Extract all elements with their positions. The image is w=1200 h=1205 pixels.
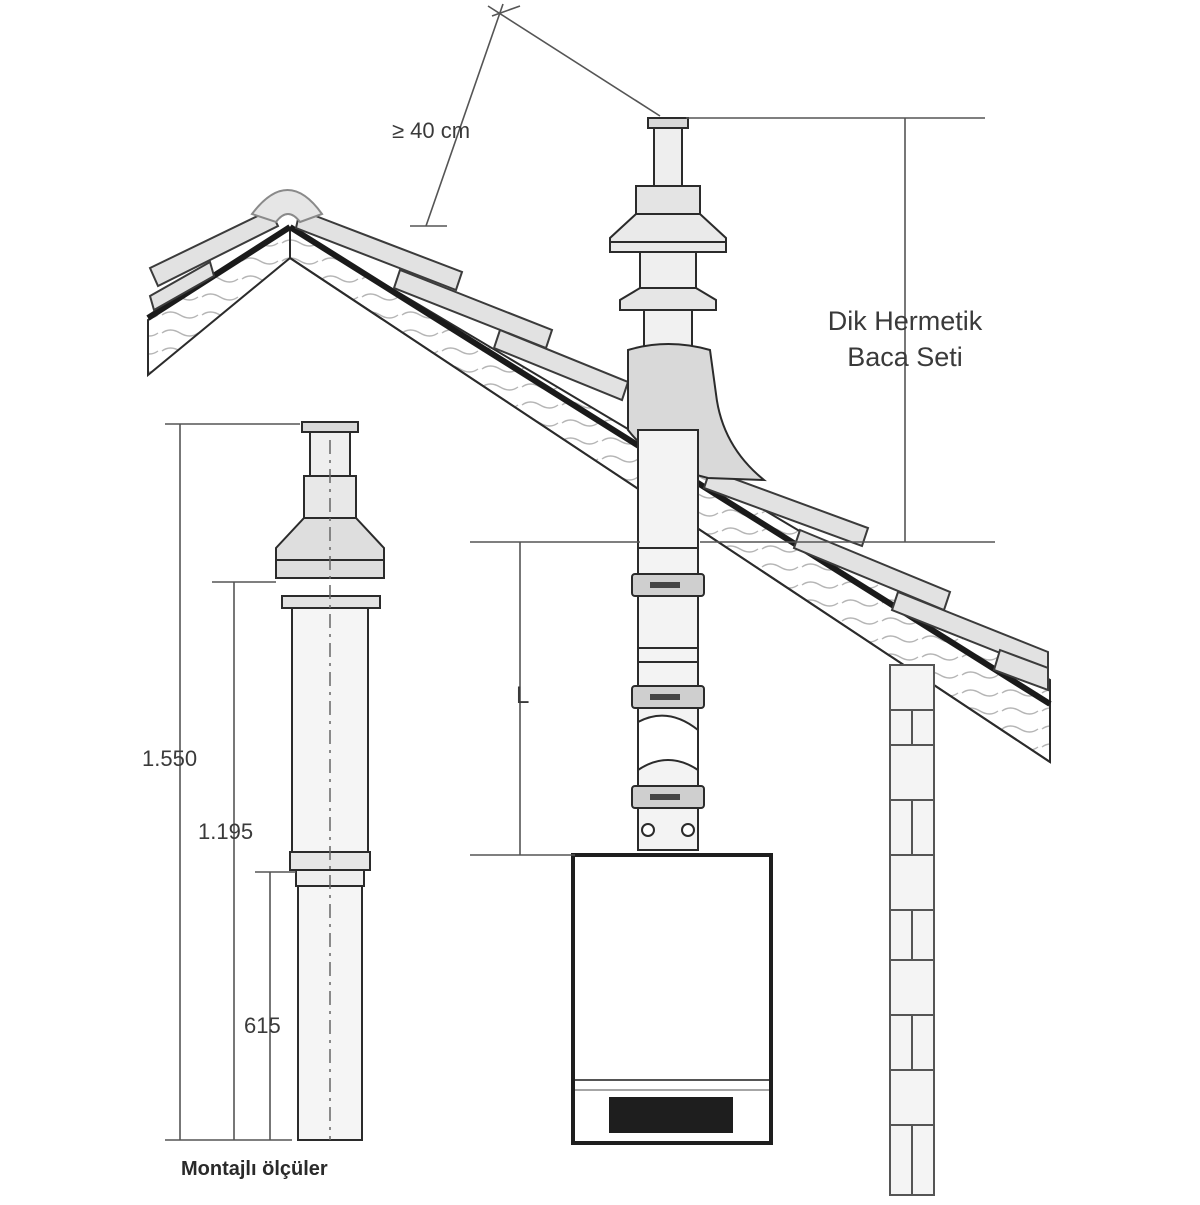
flue-set-title: Dik Hermetik Baca Seti xyxy=(780,303,1030,375)
dimension-length-L: L xyxy=(516,682,530,709)
roof-tiles-left xyxy=(148,208,280,312)
brick-wall xyxy=(889,664,935,1196)
dimension-lines xyxy=(165,3,995,1141)
flue-set-title-line1: Dik Hermetik xyxy=(827,306,983,336)
dimension-mid-height: 1.195 xyxy=(198,819,254,844)
mounted-flue-drawing xyxy=(275,421,385,1141)
roof-tiles-right xyxy=(294,208,1049,692)
mounted-dimensions-caption: Montajlı ölçüler xyxy=(181,1158,328,1180)
clearance-label: ≥ 40 cm xyxy=(392,118,471,143)
flue-terminal-cap xyxy=(647,117,689,129)
flue-set-title-line2: Baca Seti xyxy=(847,342,963,372)
vertical-flue-set xyxy=(609,117,767,851)
roof-ridge-cap xyxy=(250,189,324,224)
dimension-total-height: 1.550 xyxy=(142,746,198,771)
pipe-break-symbol xyxy=(637,714,699,772)
dimension-lower-height: 615 xyxy=(244,1013,281,1038)
boiler xyxy=(571,853,773,1145)
boiler-display-panel xyxy=(609,1097,733,1133)
flue-pipe xyxy=(637,429,699,851)
